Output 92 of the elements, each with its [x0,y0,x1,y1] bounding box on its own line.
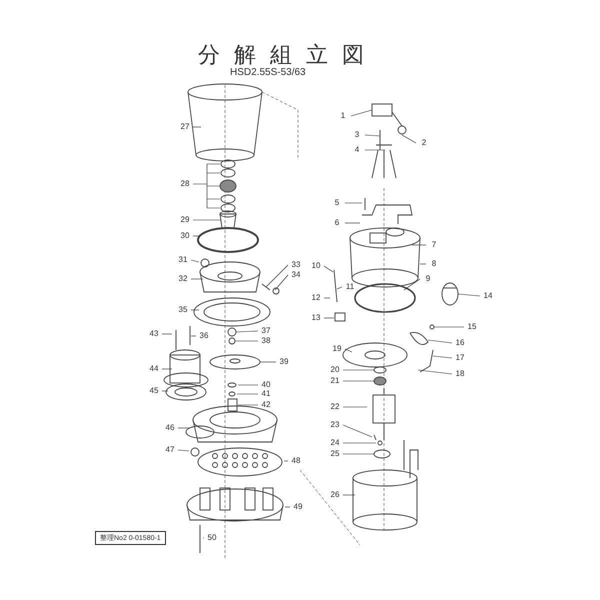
part-number: 40 [258,380,274,390]
leader-line [412,244,426,246]
part-number: 44 [146,364,162,374]
part-number: 15 [464,322,480,332]
leader-line [342,494,356,496]
part-number: 36 [196,331,212,341]
model-number: HSD2.55S-53/63 [230,67,306,78]
leader-line [238,384,258,386]
leader-line [192,126,202,128]
part-number: 13 [308,313,324,323]
part-number: 7 [426,240,442,250]
leader-line [432,356,452,358]
part-number: 42 [258,400,274,410]
leader-line [284,506,290,508]
part-number: 29 [177,215,193,225]
part-number: 46 [162,423,178,433]
part-number: 20 [327,365,343,375]
leader-line [404,278,420,290]
part-number: 19 [329,344,345,354]
part-number: 48 [288,456,304,466]
part-number: 45 [146,386,162,396]
part-number: 14 [480,291,496,301]
leader-line [162,368,172,370]
part-number: 50 [204,533,220,543]
leader-line [342,406,368,408]
leader-line [342,380,374,382]
leader-line [266,264,288,288]
part-drawing [228,328,236,336]
leader-line [418,370,452,374]
part-drawing [228,338,236,344]
part-number: 28 [177,179,193,189]
part-number: 10 [308,261,324,271]
leader-line [238,404,258,406]
part-number: 25 [327,449,343,459]
leader-line [344,202,362,204]
leader-line [428,340,452,344]
part-number: 49 [290,502,306,512]
part-number: 39 [276,357,292,367]
leader-line [192,164,220,208]
leader-line [190,278,204,280]
part-number: 1 [335,111,351,121]
part-number: 5 [329,198,345,208]
part-number: 11 [342,282,358,292]
part-number: 12 [308,293,324,303]
part-number: 23 [327,420,343,430]
leader-line [234,340,258,342]
impeller-drawing [210,354,260,370]
part-number: 18 [452,369,468,379]
leader-line [350,110,372,116]
leader-line [324,266,334,272]
part-number: 37 [258,326,274,336]
part-number: 43 [146,329,162,339]
part-number: 47 [162,445,178,455]
part-number: 4 [349,145,365,155]
part-number: 16 [452,338,468,348]
part-number: 26 [327,490,343,500]
part-number: 32 [175,274,191,284]
part-number: 6 [329,218,345,228]
leader-line [274,274,288,290]
leader-line [342,442,376,444]
part-number: 30 [177,231,193,241]
leader-line [336,286,342,290]
part-number: 22 [327,402,343,412]
part-number: 8 [426,259,442,269]
part-number: 31 [175,255,191,265]
part-number: 35 [175,305,191,315]
part-number: 33 [288,260,304,270]
title: 分解組立図 [198,42,378,68]
part-number: 38 [258,336,274,346]
part-number: 41 [258,389,274,399]
leader-line [178,450,190,452]
capacitor-drawing [442,282,458,306]
leader-line [190,260,200,262]
leader-line [364,134,380,136]
leader-line [458,294,480,296]
leader-line [284,460,288,462]
leader-line [344,348,352,352]
part-number: 21 [327,376,343,386]
part-number: 2 [416,138,432,148]
cable-head-drawing [372,104,392,116]
part-number: 17 [452,353,468,363]
leader-line [162,390,168,392]
part-number: 3 [349,130,365,140]
leader-line [434,326,464,328]
part-number: 9 [420,274,436,284]
part-number: 34 [288,270,304,280]
leader-line [342,424,372,438]
leader-line [344,222,360,224]
part-number: 24 [327,438,343,448]
leader-line [402,134,416,144]
part-number: 27 [177,122,193,132]
leader-line [236,330,258,332]
